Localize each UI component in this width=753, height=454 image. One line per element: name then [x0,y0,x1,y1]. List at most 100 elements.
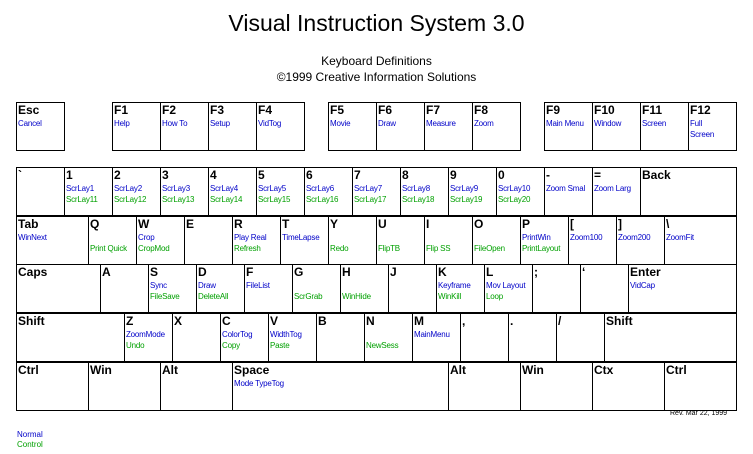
key-ctrl-r5k0[interactable]: Ctrl [16,362,89,411]
key-symbol-r1k12[interactable]: =Zoom Larg [592,167,641,216]
key-label: Y [330,217,339,231]
key-normal-function: Main Menu [546,119,584,128]
key-shift-r4k11[interactable]: Shift [604,313,737,362]
key-j-r3k7[interactable]: J [388,264,437,313]
key-normal-function: WidthTog [270,330,302,339]
key-label: L [486,265,494,279]
key-symbol-r4k10[interactable]: / [556,313,605,362]
key-win-r5k1[interactable]: Win [88,362,161,411]
key-ctrl-r5k7[interactable]: Ctrl [664,362,737,411]
key-symbol-r3k10[interactable]: ; [532,264,581,313]
key-alt-r5k2[interactable]: Alt [160,362,233,411]
key-b-r4k5[interactable]: B [316,313,365,362]
key-label: A [102,265,111,279]
key-normal-function: Setup [210,119,230,128]
key-symbol-r2k13[interactable]: \ZoomFit [664,216,737,265]
key-shift-r4k0[interactable]: Shift [16,313,125,362]
key-y-r2k6[interactable]: Y Redo [328,216,377,265]
key-win-r5k5[interactable]: Win [520,362,593,411]
key-label: W [138,217,150,231]
key-alt-r5k4[interactable]: Alt [448,362,521,411]
key-ctx-r5k6[interactable]: Ctx [592,362,665,411]
key-symbol-r2k11[interactable]: [Zoom100 [568,216,617,265]
key-e-r2k3[interactable]: E [184,216,233,265]
key-label: Shift [18,314,45,328]
subtitle-definitions: Keyboard Definitions [321,54,432,68]
key-symbol-r2k12[interactable]: ]Zoom200 [616,216,665,265]
key-normal-function: FileList [246,281,270,290]
key-a-r3k1[interactable]: A [100,264,149,313]
key-control-function: Redo [330,244,349,253]
key-back-r1k13[interactable]: Back [640,167,737,216]
key-symbol-r4k9[interactable]: . [508,313,557,362]
key-normal-function: ScrLay10 [498,184,531,193]
key-label: B [318,314,327,328]
key-control-function: ScrLay16 [306,195,339,204]
legend-normal: Normal [17,430,43,439]
revision-date: Rev. Mar 22, 1999 [670,410,728,417]
key-symbol-r1k0[interactable]: ` [16,167,65,216]
key-symbol-r4k8[interactable]: , [460,313,509,362]
key-caps-r3k0[interactable]: Caps [16,264,101,313]
key-control-function: ScrLay18 [402,195,435,204]
key-label: , [462,314,466,328]
key-normal-function: ScrLay9 [450,184,478,193]
key-label: F1 [114,103,129,117]
key-label: 2 [114,168,121,182]
key-label: G [294,265,304,279]
key-label: F4 [258,103,273,117]
key-x-r4k2[interactable]: X [172,313,221,362]
key-symbol-r1k11[interactable]: -Zoom Smal [544,167,593,216]
key-symbol-r3k11[interactable]: ‘ [580,264,629,313]
key-label: 3 [162,168,169,182]
key-label: Alt [450,363,466,377]
key-label: T [282,217,290,231]
